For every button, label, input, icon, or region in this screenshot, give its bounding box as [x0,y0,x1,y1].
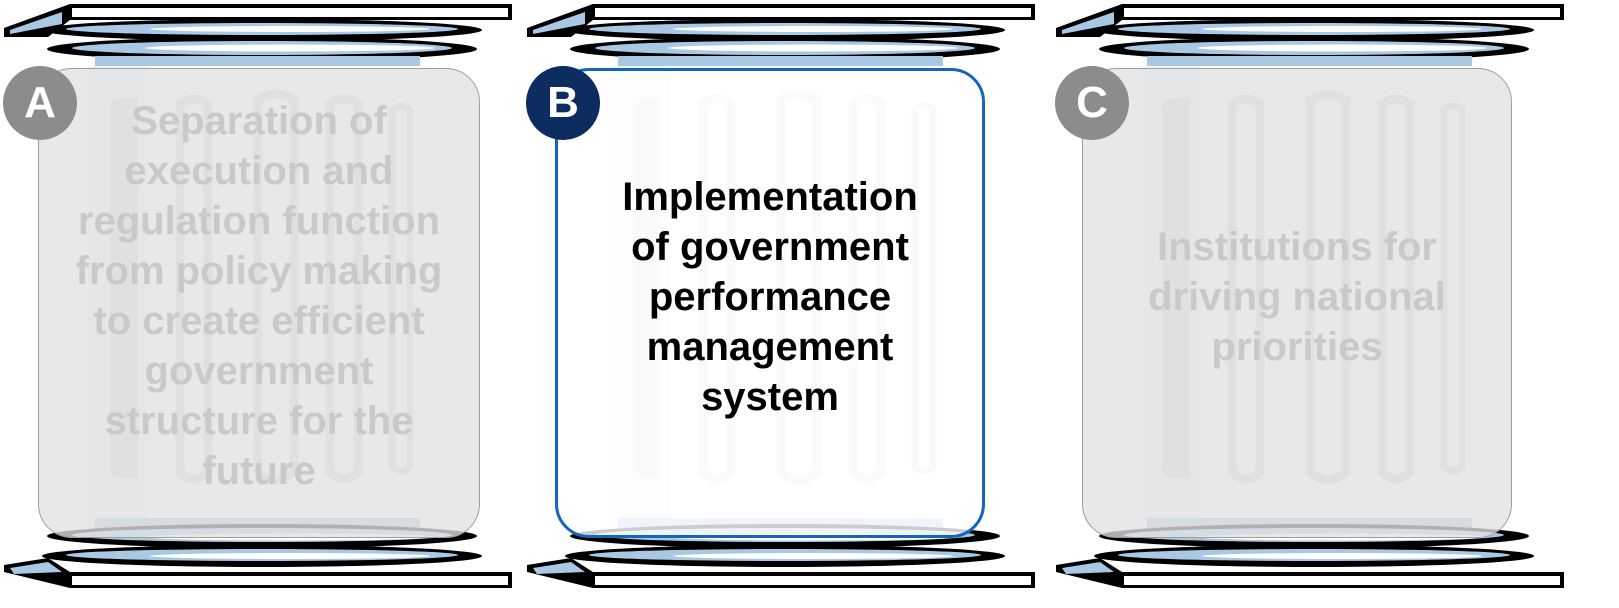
pillar-b: Implementation of government performance… [523,0,1053,608]
pillar-a-line: government [144,349,374,393]
pillar-a-line: Separation of [131,99,387,143]
pillar-c-badge: C [1055,66,1129,140]
pillar-a-line: regulation function [77,199,441,243]
pillar-c-line: priorities [1211,325,1383,369]
pillar-b-label: Implementation of government performance… [555,172,985,422]
pillar-c-line: driving national [1148,275,1446,319]
pillar-c: Institutions for driving national priori… [1052,0,1582,608]
pillar-b-badge: B [526,66,600,140]
pillar-b-line: performance [648,275,892,319]
pillar-a-line: structure for the [104,399,414,443]
pillar-a-card [38,68,480,538]
pillar-b-line: system [701,375,839,419]
pillar-a: Separation of execution and regulation f… [0,0,530,608]
pillar-a-badge: A [3,66,77,140]
pillar-capital-top [4,4,512,66]
pillar-b-line: of government [631,225,909,269]
pillar-a-line: future [202,449,316,493]
pillar-b-card [555,68,985,538]
pillar-a-line: execution and [124,149,394,193]
pillar-c-label: Institutions for driving national priori… [1082,222,1512,372]
pillar-a-line: to create efficient [93,299,425,343]
pillar-c-card [1082,68,1512,538]
pillar-a-line: from policy making [75,249,443,293]
pillar-capital-top [1056,4,1564,66]
pillar-capital-top [527,4,1035,66]
pillar-b-line: Implementation [622,175,918,219]
pillar-b-line: management [646,325,894,369]
pillar-a-label: Separation of execution and regulation f… [38,96,480,496]
pillar-c-line: Institutions for [1157,225,1437,269]
